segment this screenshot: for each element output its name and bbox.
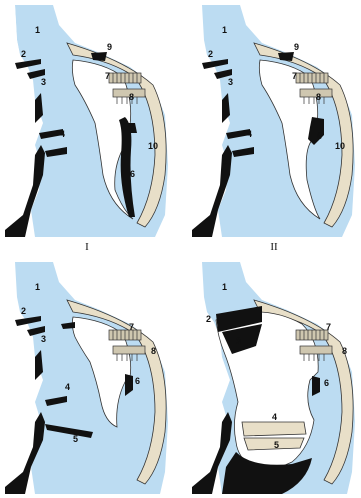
label-2: 2	[206, 314, 211, 324]
panel-caption: I	[67, 241, 107, 253]
label-1: 1	[35, 282, 40, 292]
panel-caption: II	[254, 241, 294, 253]
label-7: 7	[105, 71, 110, 81]
label-3: 3	[41, 334, 46, 344]
diagram-panel-1: 1 2 3 4 5 6 7 8 9 10 I	[5, 5, 170, 237]
label-5: 5	[222, 157, 227, 167]
diagram-panel-3: 1 2 3 4 5 6 7 8	[5, 262, 170, 494]
label-2: 2	[208, 49, 213, 59]
label-6: 6	[324, 378, 329, 388]
label-10: 10	[335, 141, 345, 151]
label-1: 1	[222, 25, 227, 35]
label-9: 9	[107, 42, 112, 52]
label-8: 8	[129, 92, 134, 102]
label-3: 3	[236, 336, 241, 346]
label-6: 6	[130, 169, 135, 179]
label-2: 2	[21, 306, 26, 316]
label-3: 3	[228, 77, 233, 87]
panel-2-drawing: 1 2 3 4 5 6 7 8 9 10	[192, 5, 357, 237]
label-4: 4	[272, 412, 277, 422]
label-7: 7	[129, 322, 134, 332]
label-9: 9	[294, 42, 299, 52]
label-1: 1	[35, 25, 40, 35]
label-1: 1	[222, 282, 227, 292]
panel-3-drawing: 1 2 3 4 5 6 7 8	[5, 262, 170, 494]
label-8: 8	[151, 346, 156, 356]
label-4: 4	[65, 382, 70, 392]
label-7: 7	[326, 322, 331, 332]
label-8: 8	[316, 92, 321, 102]
label-5: 5	[274, 440, 279, 450]
label-2: 2	[21, 49, 26, 59]
panel-4-drawing: 1 2 3 4 5 6 7 8	[192, 262, 357, 494]
diagram-panel-2: 1 2 3 4 5 6 7 8 9 10 II	[192, 5, 357, 237]
label-4: 4	[60, 129, 65, 139]
diagram-panel-4: 1 2 3 4 5 6 7 8	[192, 262, 357, 494]
label-4: 4	[247, 129, 252, 139]
panel-1-drawing: 1 2 3 4 5 6 7 8 9 10	[5, 5, 170, 237]
label-7: 7	[292, 71, 297, 81]
label-10: 10	[148, 141, 158, 151]
label-3: 3	[41, 77, 46, 87]
label-6: 6	[317, 131, 322, 141]
label-6: 6	[135, 376, 140, 386]
label-5: 5	[35, 157, 40, 167]
label-8: 8	[342, 346, 347, 356]
label-5: 5	[73, 434, 78, 444]
